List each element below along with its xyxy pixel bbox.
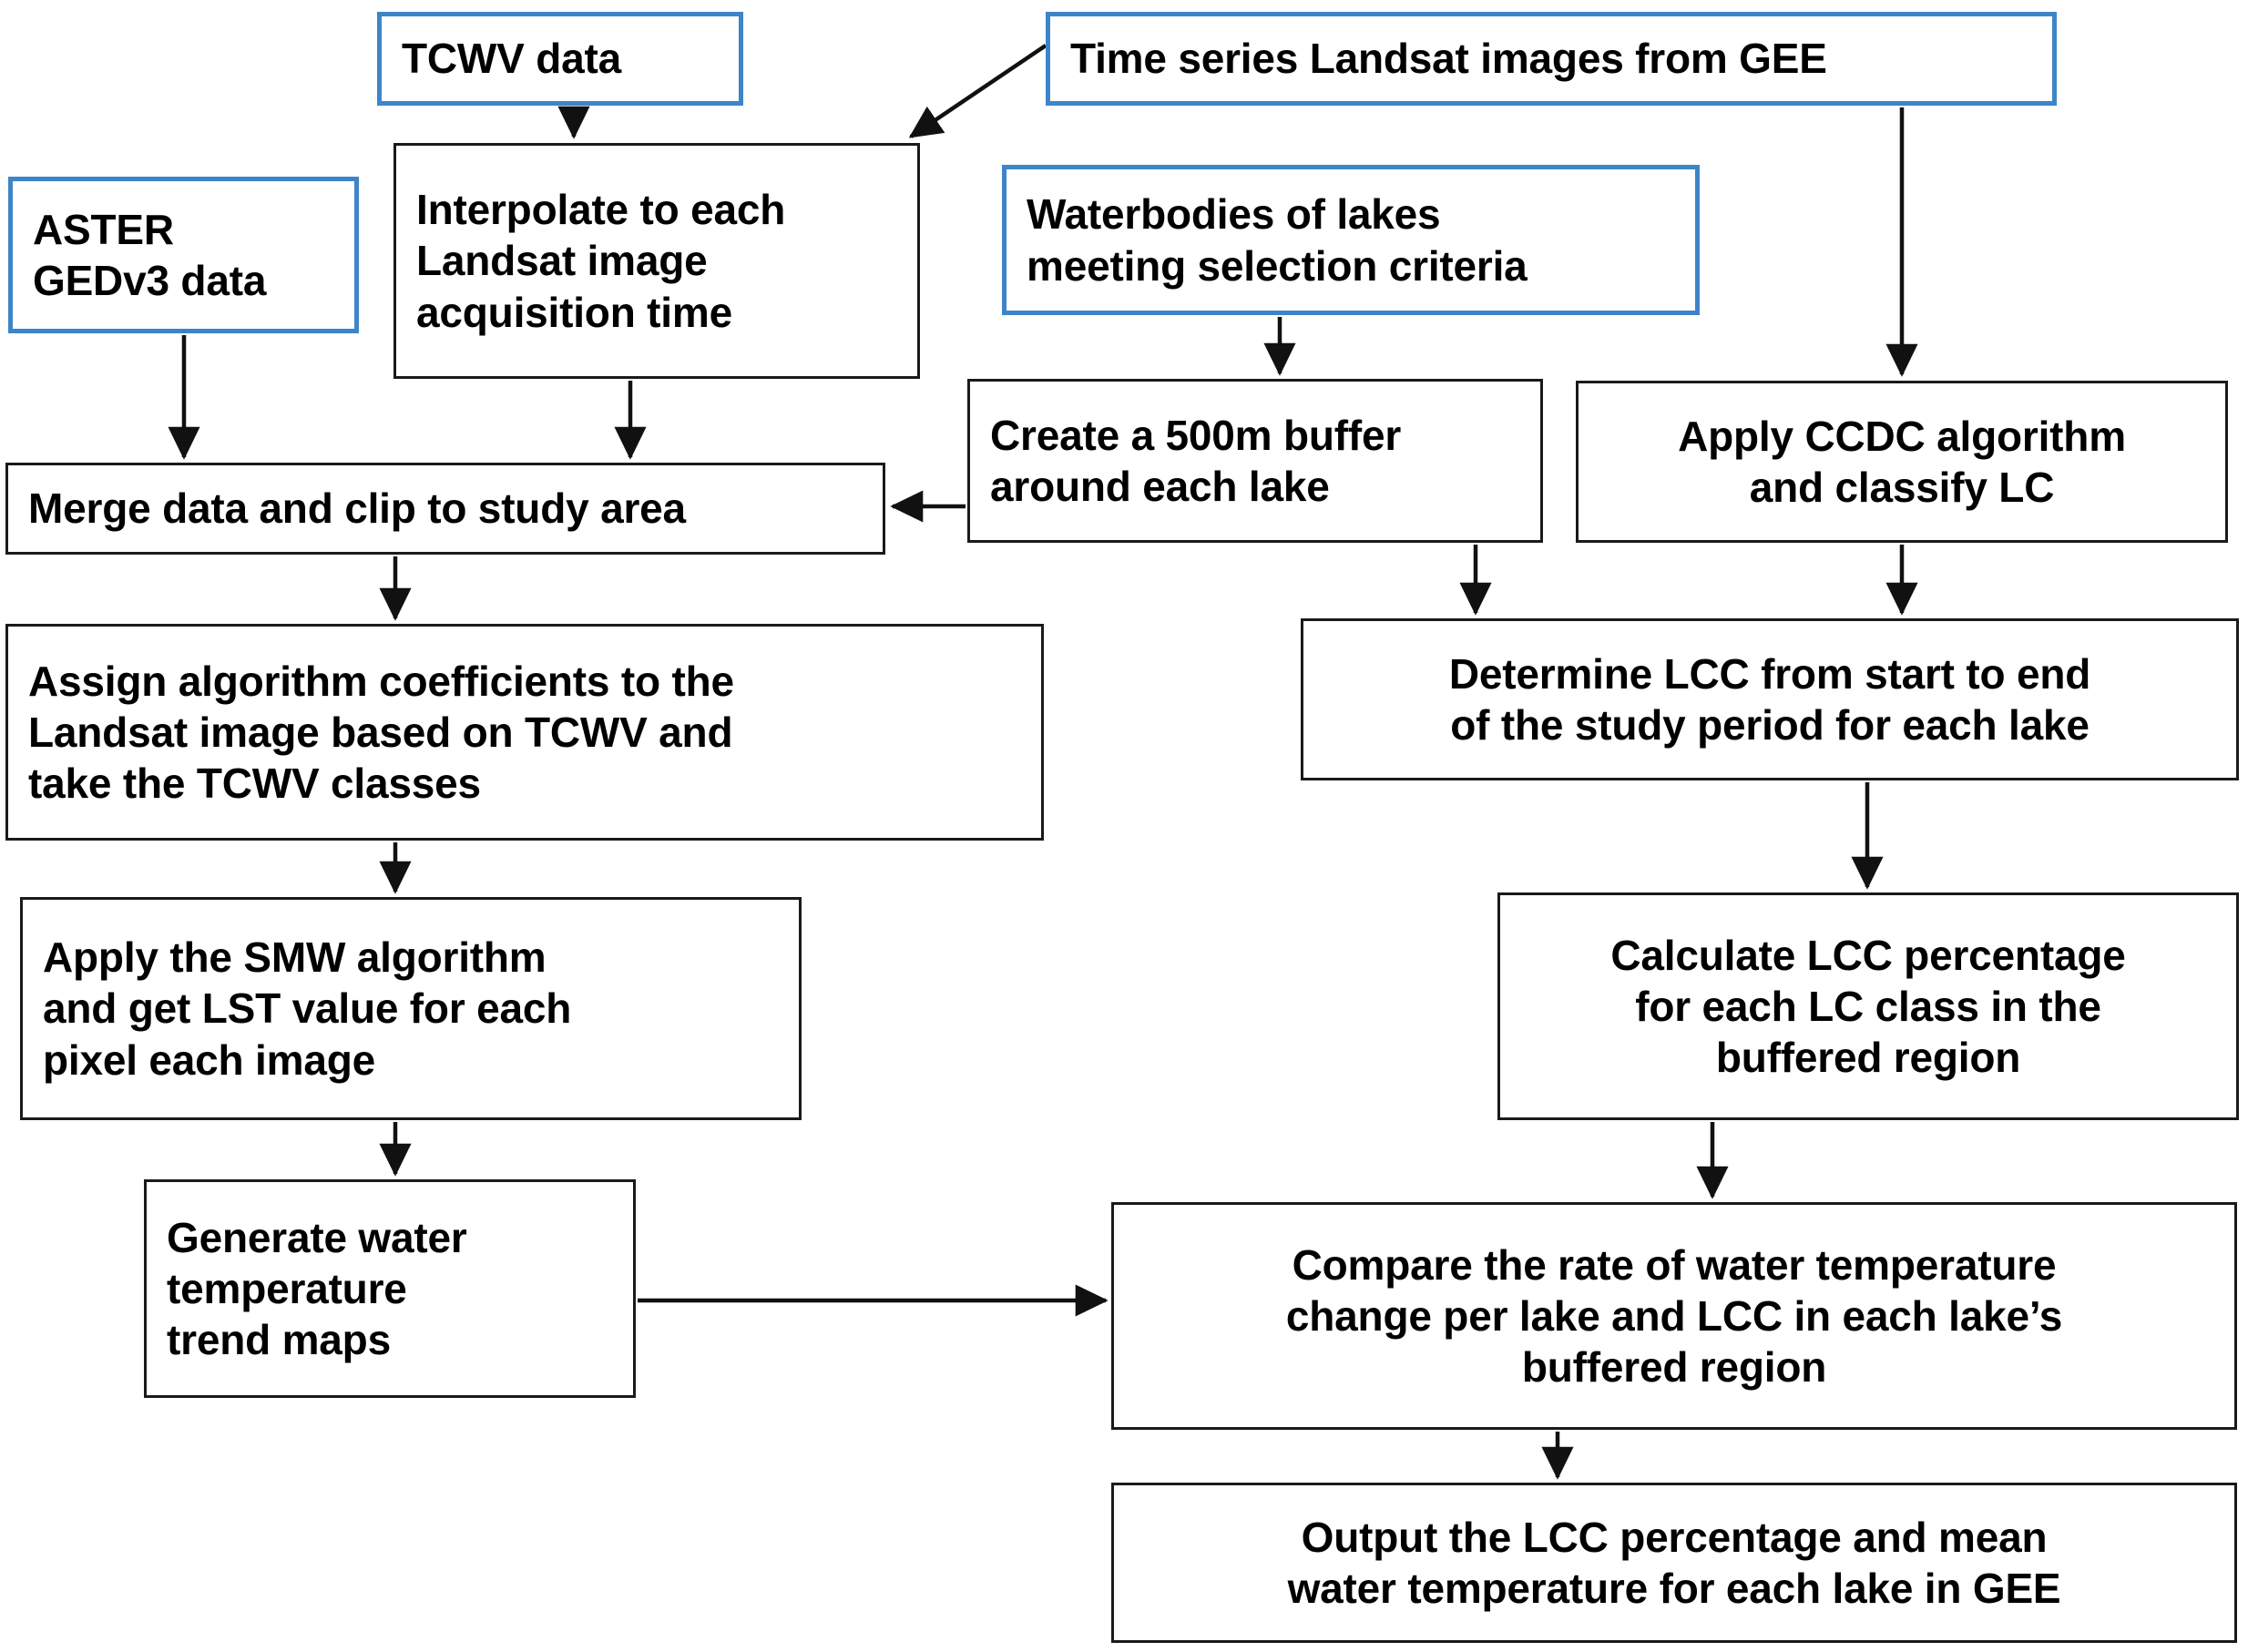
node-time-series-landsat[interactable]: Time series Landsat images from GEE — [1046, 12, 2057, 106]
node-time-series-landsat-label: Time series Landsat images from GEE — [1070, 35, 1827, 83]
node-compare-rate-label: Compare the rate of water temperature ch… — [1285, 1240, 2063, 1392]
node-apply-smw[interactable]: Apply the SMW algorithm and get LST valu… — [20, 897, 802, 1120]
node-assign-coefficients[interactable]: Assign algorithm coefficients to the Lan… — [5, 624, 1044, 841]
node-aster-gedv3-data[interactable]: ASTER GEDv3 data — [8, 177, 359, 333]
node-output-lcc-label: Output the LCC percentage and mean water… — [1287, 1513, 2061, 1612]
node-merge-clip[interactable]: Merge data and clip to study area — [5, 463, 885, 555]
node-create-buffer-label: Create a 500m buffer around each lake — [990, 411, 1402, 510]
node-calculate-lcc-percentage[interactable]: Calculate LCC percentage for each LC cla… — [1497, 892, 2239, 1120]
edge-timeseries-to-interpolate — [908, 44, 1047, 138]
node-apply-ccdc-label: Apply CCDC algorithm and classify LC — [1678, 412, 2126, 511]
node-merge-clip-label: Merge data and clip to study area — [28, 484, 686, 533]
node-create-buffer[interactable]: Create a 500m buffer around each lake — [967, 379, 1543, 543]
node-apply-smw-label: Apply the SMW algorithm and get LST valu… — [43, 933, 572, 1084]
node-waterbodies-lakes[interactable]: Waterbodies of lakes meeting selection c… — [1002, 165, 1700, 315]
node-interpolate-landsat-label: Interpolate to each Landsat image acquis… — [416, 186, 786, 336]
node-generate-trend-maps[interactable]: Generate water temperature trend maps — [144, 1179, 636, 1398]
node-determine-lcc[interactable]: Determine LCC from start to end of the s… — [1301, 618, 2239, 780]
node-tcwv-data[interactable]: TCWV data — [377, 12, 743, 106]
node-tcwv-data-label: TCWV data — [402, 35, 621, 83]
node-assign-coefficients-label: Assign algorithm coefficients to the Lan… — [28, 657, 734, 808]
node-generate-trend-maps-label: Generate water temperature trend maps — [167, 1213, 467, 1364]
node-aster-gedv3-data-label: ASTER GEDv3 data — [33, 205, 267, 304]
node-compare-rate[interactable]: Compare the rate of water temperature ch… — [1111, 1202, 2237, 1430]
node-apply-ccdc[interactable]: Apply CCDC algorithm and classify LC — [1576, 381, 2228, 543]
node-output-lcc[interactable]: Output the LCC percentage and mean water… — [1111, 1483, 2237, 1643]
node-determine-lcc-label: Determine LCC from start to end of the s… — [1448, 649, 2091, 749]
node-waterbodies-lakes-label: Waterbodies of lakes meeting selection c… — [1027, 190, 1528, 290]
node-calculate-lcc-percentage-label: Calculate LCC percentage for each LC cla… — [1610, 931, 2126, 1082]
node-interpolate-landsat[interactable]: Interpolate to each Landsat image acquis… — [393, 143, 920, 379]
